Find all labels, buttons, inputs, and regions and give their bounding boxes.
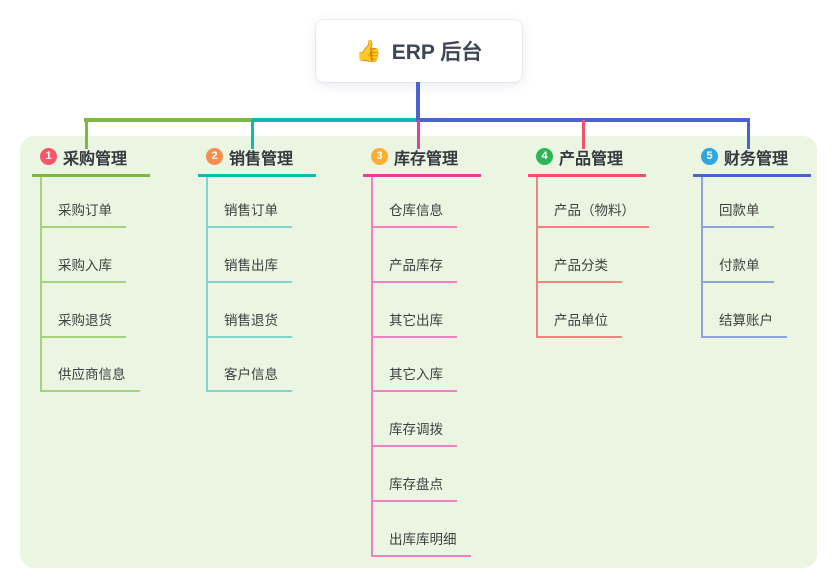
root-label: ERP 后台 <box>391 41 483 64</box>
child-node[interactable]: 产品单位 <box>536 306 622 338</box>
root-drop-line <box>416 82 420 120</box>
branch-drop-line <box>746 120 750 149</box>
branch-label: 财务管理 <box>724 150 789 168</box>
trunk-segment <box>84 118 252 122</box>
trunk-segment <box>252 118 418 122</box>
branch-label: 库存管理 <box>394 150 459 168</box>
child-node[interactable]: 销售订单 <box>206 196 292 228</box>
branch-node-4[interactable]: 4 产品管理 <box>528 146 646 177</box>
branch-node-5[interactable]: 5 财务管理 <box>693 146 811 177</box>
root-node[interactable]: 👍 ERP 后台 <box>316 20 522 82</box>
branch-number-badge: 1 <box>40 148 57 165</box>
branch-number-badge: 2 <box>206 148 223 165</box>
branch-label: 采购管理 <box>63 150 128 168</box>
child-node[interactable]: 仓库信息 <box>371 196 457 228</box>
branches-background-panel <box>20 136 817 568</box>
child-node[interactable]: 其它入库 <box>371 360 457 393</box>
branch-node-3[interactable]: 3 库存管理 <box>363 146 481 177</box>
child-node[interactable]: 其它出库 <box>371 306 457 338</box>
child-node[interactable]: 回款单 <box>701 196 774 228</box>
branch-drop-line <box>416 120 420 149</box>
child-node[interactable]: 付款单 <box>701 251 774 283</box>
branch-label: 产品管理 <box>559 150 624 168</box>
child-spine-line <box>536 177 538 338</box>
child-node[interactable]: 结算账户 <box>701 306 787 338</box>
branch-node-2[interactable]: 2 销售管理 <box>198 146 316 177</box>
branch-number-badge: 3 <box>371 148 388 165</box>
branch-node-1[interactable]: 1 采购管理 <box>32 146 150 177</box>
child-node[interactable]: 采购订单 <box>40 196 126 228</box>
child-node[interactable]: 客户信息 <box>206 360 292 393</box>
child-node[interactable]: 供应商信息 <box>40 360 140 393</box>
branch-drop-line <box>581 120 585 149</box>
child-node[interactable]: 出库库明细 <box>371 525 471 557</box>
child-spine-line <box>40 177 42 393</box>
child-node[interactable]: 库存调拨 <box>371 415 457 448</box>
child-node[interactable]: 产品（物料） <box>536 196 649 228</box>
branch-label: 销售管理 <box>229 150 294 168</box>
child-node[interactable]: 库存盘点 <box>371 470 457 502</box>
thumbs-up-icon: 👍 <box>355 39 382 63</box>
child-node[interactable]: 采购退货 <box>40 306 126 338</box>
child-spine-line <box>206 177 208 393</box>
child-node[interactable]: 销售退货 <box>206 306 292 338</box>
child-spine-line <box>701 177 703 338</box>
branch-number-badge: 5 <box>701 148 718 165</box>
branch-drop-line <box>250 120 254 149</box>
branch-number-badge: 4 <box>536 148 553 165</box>
child-node[interactable]: 销售出库 <box>206 251 292 283</box>
child-spine-line <box>371 177 373 557</box>
branch-drop-line <box>84 120 88 149</box>
child-node[interactable]: 产品库存 <box>371 251 457 283</box>
child-node[interactable]: 产品分类 <box>536 251 622 283</box>
child-node[interactable]: 采购入库 <box>40 251 126 283</box>
